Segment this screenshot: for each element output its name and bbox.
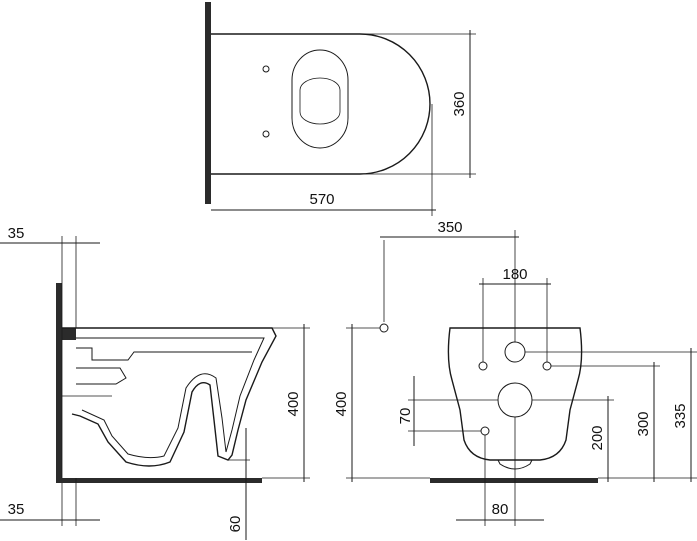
dim-570-label: 570 [309,191,334,208]
side-view: 35 35 400 60 [0,225,310,540]
dim-70-label: 70 [397,408,414,425]
top-fixing-hole-1 [262,65,270,73]
front-outlet [497,382,533,418]
dim-80-label: 80 [492,501,509,518]
dim-300-label: 300 [635,411,652,436]
top-bowl-outline [211,33,431,175]
top-view: 360 570 [205,2,476,216]
dim-335-label: 335 [672,403,689,428]
front-bolt-right [542,361,552,371]
side-wall [56,283,62,483]
dim-35-bottom-label: 35 [8,501,25,518]
dim-350-label: 350 [437,219,462,236]
front-bowl-outline [447,327,583,461]
side-flush-rim [76,347,252,361]
front-view: 350 180 400 70 200 300 335 80 [333,219,697,526]
reference-marker [379,323,389,333]
dim-35-top-label: 35 [8,225,25,242]
front-bolt-left [478,361,488,371]
dim-400-front-label: 400 [333,391,350,416]
side-wall-plate [62,328,76,340]
front-small-hole [480,426,490,436]
top-fixing-hole-2 [262,130,270,138]
front-inlet [504,341,526,363]
top-inner-rim [299,77,341,125]
top-seat-opening [291,49,349,149]
side-floor [56,478,262,483]
side-trap [76,367,127,385]
dim-60-label: 60 [227,516,244,533]
side-bowl-inner [76,337,265,459]
dim-360-label: 360 [451,91,468,116]
side-bowl-outline [62,327,277,467]
top-wall [205,2,211,204]
dim-400-side-label: 400 [285,391,302,416]
front-floor [430,478,598,483]
dim-200-label: 200 [589,425,606,450]
dim-180-label: 180 [502,266,527,283]
